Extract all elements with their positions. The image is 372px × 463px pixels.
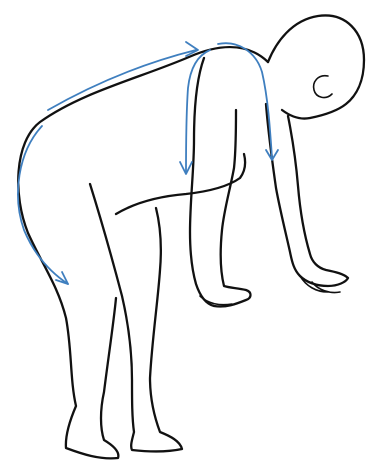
body-outline	[18, 15, 364, 458]
back-and-rear-leg-outline	[18, 47, 268, 458]
lower-back-arrow-head	[56, 272, 68, 284]
ear-outline	[314, 76, 332, 98]
far-hand-fingers	[200, 296, 232, 305]
near-arm-outline	[266, 104, 348, 286]
near-hand-fingers	[300, 276, 340, 293]
shoulder-arrow-right	[218, 43, 272, 158]
front-leg-outline	[90, 184, 182, 451]
lower-back-arrow	[18, 126, 68, 284]
head-outline	[268, 15, 364, 118]
far-arm-outline	[190, 58, 251, 307]
shoulder-arrow-left	[186, 50, 210, 172]
upper-back-arrow	[48, 50, 196, 110]
motion-arrows	[18, 42, 278, 284]
